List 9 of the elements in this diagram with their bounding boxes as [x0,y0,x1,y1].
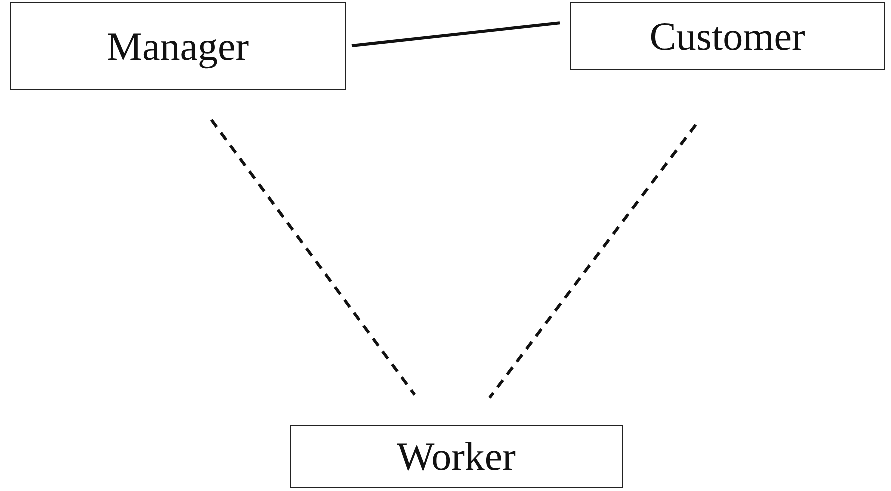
role-label: Worker [397,433,516,480]
role-box [570,2,885,70]
role-box [10,2,346,90]
role-label: Customer [650,12,806,60]
dashed-line [488,124,698,399]
connector-line [352,22,560,48]
dashed-line [210,119,416,396]
role-box [290,425,623,488]
role-label: Manager [106,22,250,70]
